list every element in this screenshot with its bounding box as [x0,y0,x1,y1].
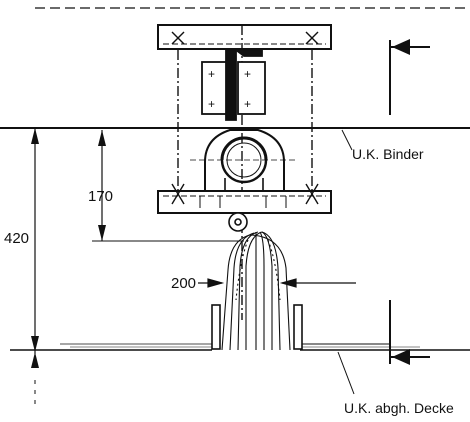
svg-text:+: + [208,67,215,81]
dimension-420-label: 420 [4,230,29,247]
pipe-saddle [190,129,298,190]
steel-clip-assembly: + + + + [201,49,266,121]
top-plate [157,24,332,50]
section-marker-bottom [389,300,430,365]
dimension-200-label: 200 [171,275,196,292]
dimension-200 [198,278,356,288]
svg-text:+: + [244,97,251,111]
dimension-170-label: 170 [88,188,113,205]
ceiling-label-leader [337,351,355,395]
binder-underside-label: U.K. Binder [352,146,424,162]
arrow-170-bottom [98,225,106,241]
ceiling-slab [10,343,470,351]
svg-text:+: + [244,67,251,81]
arrow-420-top [31,128,39,144]
arrow-420-bottom-down [31,352,39,368]
arrow-420-bottom-up [31,336,39,352]
lower-plate [157,183,332,214]
section-marker-top [389,39,430,115]
svg-text:+: + [208,97,215,111]
hook [228,212,248,232]
arrow-170-top [98,130,106,146]
ceiling-underside-label: U.K. abgh. Decke [344,400,454,416]
binder-label-leader [341,129,353,151]
ceiling-posts [211,304,303,350]
cable-bundle [221,231,291,351]
